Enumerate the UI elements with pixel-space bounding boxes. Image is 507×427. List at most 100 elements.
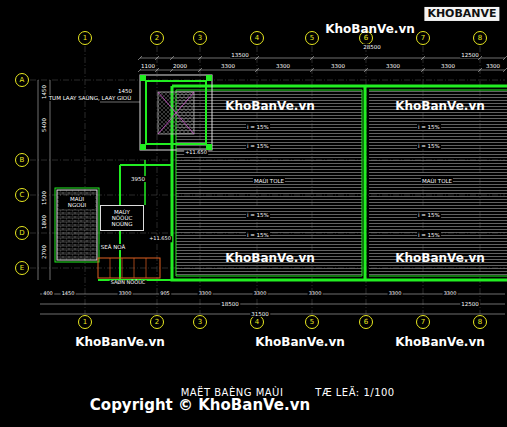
grid-label: 8 (478, 319, 482, 326)
dimension: 400 (42, 291, 54, 297)
dimension-tick (138, 56, 142, 60)
grid-label: D (19, 230, 24, 237)
grid-label: 2 (155, 35, 159, 42)
grid-bubble: 7 (416, 315, 430, 329)
dimension: 3300 (220, 63, 236, 69)
grid-bubble: 6 (359, 315, 373, 329)
dimension: 3950 (130, 176, 146, 182)
dimension-tick (503, 68, 507, 72)
grid-bubble: 1 (78, 315, 92, 329)
grid-bubble: 5 (305, 315, 319, 329)
roof-panel: i = 15%i = 15%MAÙI TOLEi = 15%i = 15% (369, 90, 505, 276)
dimension: 3300 (253, 291, 268, 297)
slope-label: i = 15% (246, 212, 270, 218)
dimension: 1100 (140, 63, 156, 69)
grid-label: 1 (83, 35, 87, 42)
level-mark: +11.650 (184, 150, 208, 156)
slope-label: i = 15% (417, 212, 441, 218)
dimension: 1500 (41, 190, 47, 206)
grid-bubble: 5 (305, 31, 319, 45)
grid-label: C (20, 192, 25, 199)
dimension: 3300 (440, 63, 456, 69)
grid-bubble: 3 (193, 31, 207, 45)
grid-label: 1 (83, 319, 87, 326)
roof-sheet-hatch (176, 90, 507, 276)
watermark: KhoBanVe.vn (394, 252, 486, 265)
dimension-tick (155, 56, 159, 60)
grid-bubble: 2 (150, 315, 164, 329)
grid-bubble: D (15, 226, 29, 240)
room-label: SEÂ NOÂ (100, 244, 127, 250)
dimension-tick (364, 56, 368, 60)
grid-label: B (20, 157, 25, 164)
room-label: TUM LAAY SAÙNG, LAAY GIOÙ (48, 95, 132, 101)
dimension: 1450 (117, 88, 133, 94)
dimension: 3300 (443, 291, 458, 297)
dimension: 3300 (118, 291, 133, 297)
dimension: 1800 (41, 214, 47, 230)
dimension: 3300 (198, 291, 213, 297)
dimension-tick (198, 56, 202, 60)
grid-bubble: 4 (250, 31, 264, 45)
grid-bubble: C (15, 188, 29, 202)
dimension: 3300 (275, 63, 291, 69)
dimension-tick (255, 56, 259, 60)
dimension-tick (310, 56, 314, 60)
slope-label: i = 15% (246, 232, 270, 238)
slope-label: i = 15% (417, 124, 441, 130)
dimension-tick (170, 56, 174, 60)
dimension: 2700 (41, 244, 47, 260)
grid-label: E (20, 265, 24, 272)
watermark: KhoBanVe.vn (324, 23, 416, 36)
dimension-tick (198, 68, 202, 72)
dimension: 13500 (230, 52, 250, 58)
slope-label: i = 15% (246, 124, 270, 130)
watermark: KhoBanVe.vn (224, 252, 316, 265)
grid-label: 5 (310, 35, 314, 42)
copyright-watermark: Copyright © KhoBanVe.vn (89, 397, 311, 414)
dimension: 31500 (250, 311, 270, 317)
watermark: KhoBanVe.vn (74, 336, 166, 349)
slope-label: i = 15% (417, 232, 441, 238)
dimension: 3300 (485, 63, 501, 69)
dimension-tick (421, 68, 425, 72)
grid-label: 3 (198, 319, 202, 326)
roof-panel: i = 15% i = 15% MAÙI TOLE i = 15% i = 15% (176, 90, 362, 276)
watermark: KhoBanVe.vn (224, 100, 316, 113)
dimension: 3300 (330, 63, 346, 69)
roof-label: MAÙI TOLE (253, 178, 285, 184)
dimension: 28500 (362, 44, 382, 50)
annex (55, 188, 160, 278)
slope-label: i = 15% (246, 143, 270, 149)
dimension: 18500 (220, 301, 240, 307)
grid-bubble: 8 (473, 315, 487, 329)
watermark: KhoBanVe.vn (254, 336, 346, 349)
tile-roof: MAÙI NGOÙI (57, 190, 97, 260)
grid-bubble: 3 (193, 315, 207, 329)
dimension-tick (310, 68, 314, 72)
dimension: 905 (159, 291, 171, 297)
grid-bubble: 7 (416, 31, 430, 45)
dimension-tick (478, 68, 482, 72)
dimension: 3300 (388, 291, 403, 297)
grid-label: 7 (421, 319, 425, 326)
grid-label: 3 (198, 35, 202, 42)
dimension-tick (421, 56, 425, 60)
grid-bubble: 8 (473, 31, 487, 45)
logo: KHOBANVE (424, 7, 499, 21)
dimension-tick (255, 68, 259, 72)
dimension: 2000 (172, 63, 188, 69)
watermark: KhoBanVe.vn (394, 100, 486, 113)
grid-bubble: 2 (150, 31, 164, 45)
watermark: KhoBanVe.vn (394, 336, 486, 349)
grid-label: 7 (421, 35, 425, 42)
dimension: 3300 (308, 291, 323, 297)
dimension: 3300 (385, 63, 401, 69)
grid-bubble: 1 (78, 31, 92, 45)
slope-label: i = 15% (417, 143, 441, 149)
grid-label: 8 (478, 35, 482, 42)
dimension: 12500 (460, 52, 480, 58)
dimension: 12500 (460, 301, 480, 307)
dimension: 1450 (41, 84, 47, 100)
